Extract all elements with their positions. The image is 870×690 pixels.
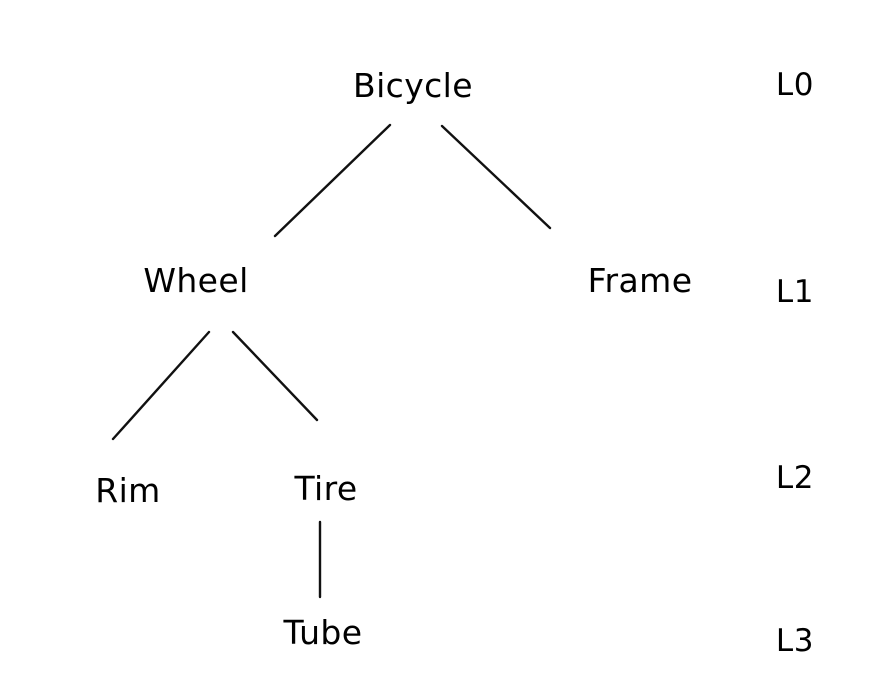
- node-group: Bicycle Wheel Frame Rim Tire Tube: [95, 66, 692, 652]
- node-frame[interactable]: Frame: [588, 261, 693, 300]
- node-rim[interactable]: Rim: [95, 471, 160, 510]
- edge-group: [111, 123, 552, 599]
- level-label-l0: L0: [776, 67, 814, 103]
- level-label-l3: L3: [776, 623, 814, 659]
- level-label-l2: L2: [776, 460, 814, 496]
- edge-wheel-tire: [231, 330, 319, 422]
- level-label-l1: L1: [776, 274, 814, 310]
- edge-bicycle-frame: [440, 124, 552, 230]
- node-tube[interactable]: Tube: [283, 613, 363, 652]
- node-wheel[interactable]: Wheel: [143, 261, 248, 300]
- level-label-group: L0 L1 L2 L3: [776, 67, 814, 659]
- node-bicycle[interactable]: Bicycle: [353, 66, 473, 105]
- node-tire[interactable]: Tire: [293, 469, 357, 508]
- edge-wheel-rim: [111, 330, 211, 441]
- edge-bicycle-wheel: [273, 123, 392, 238]
